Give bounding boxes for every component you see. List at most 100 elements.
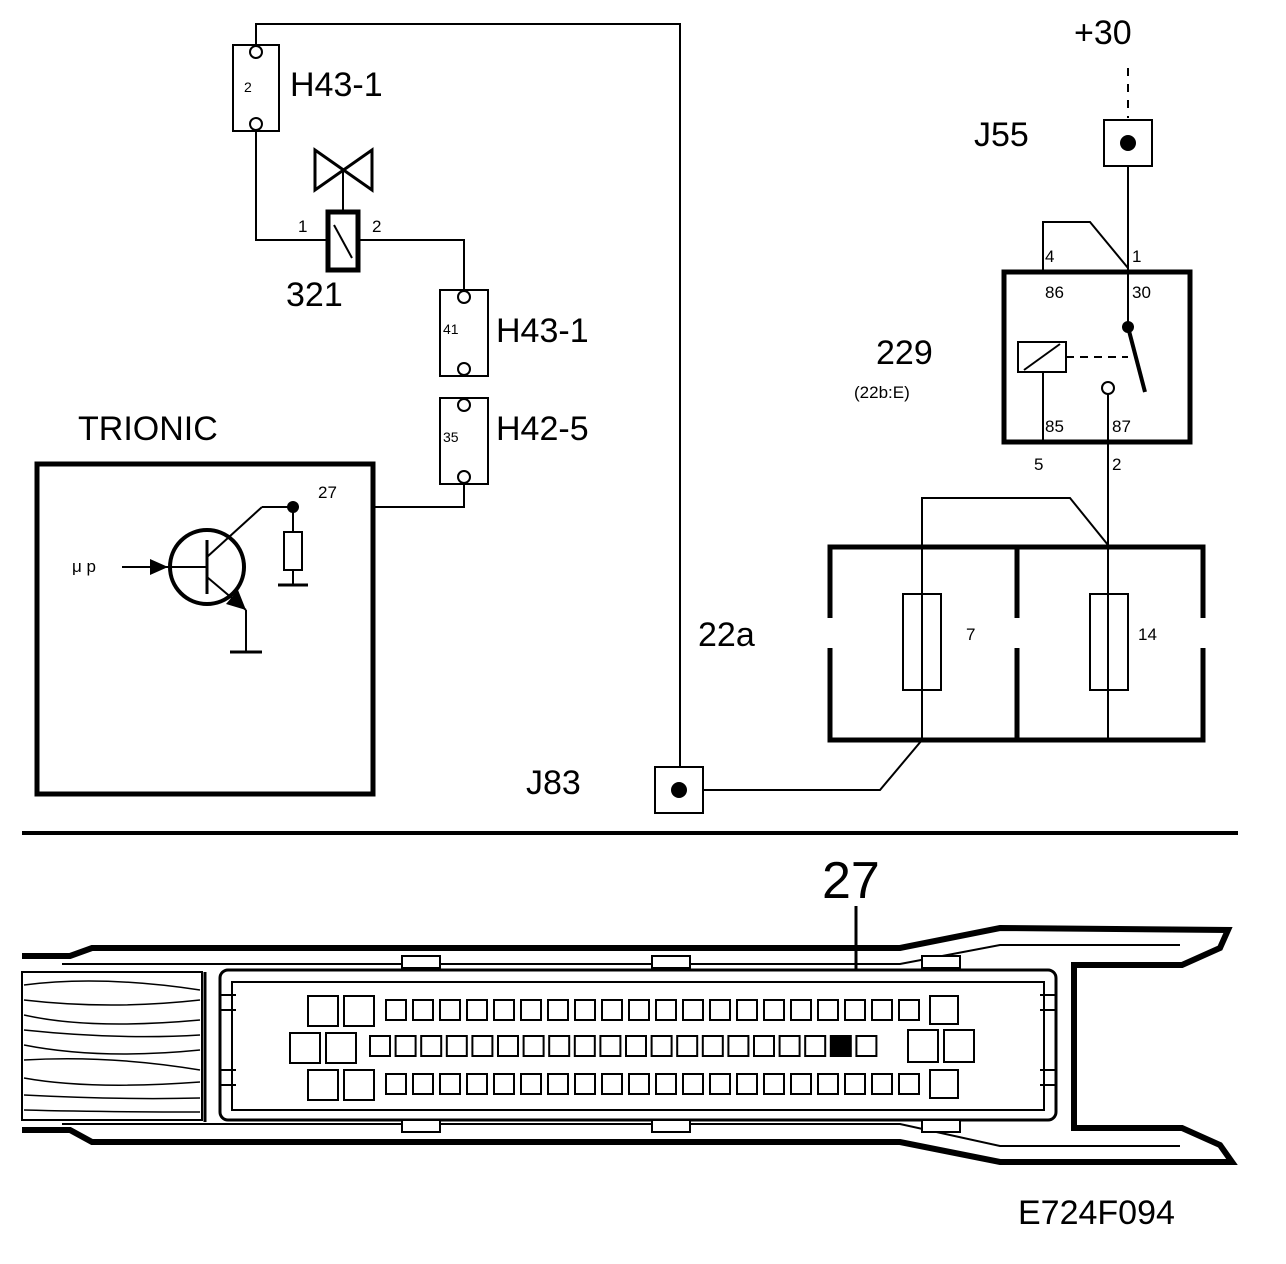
pin-cavity — [778, 1035, 801, 1057]
pin-cavity — [573, 1035, 596, 1057]
trionic-label: TRIONIC — [78, 410, 218, 448]
relay-85-label: 85 — [1045, 417, 1064, 436]
pin-cavity — [466, 1073, 488, 1095]
pin-cavity — [625, 1035, 647, 1057]
pin-cavity — [898, 1073, 920, 1095]
pin-cavity — [547, 1073, 569, 1095]
pin-cavity — [601, 999, 623, 1021]
pin-cavity — [369, 1035, 391, 1057]
pin-cavity — [466, 999, 488, 1021]
h43-mid-label: H43-1 — [496, 312, 589, 350]
pin-27-cavity — [829, 1035, 852, 1057]
pin-cavity — [763, 999, 785, 1021]
j55-label: J55 — [974, 116, 1029, 154]
relay-86-label: 86 — [1045, 283, 1064, 302]
pin-cavity — [445, 1035, 468, 1057]
h43-top-label: H43-1 — [290, 66, 383, 104]
pin-cavity — [790, 1073, 812, 1095]
pin-cavity-grid — [289, 995, 975, 1101]
h42-pin-label: 35 — [443, 429, 459, 445]
pin-cavity — [929, 995, 959, 1025]
pin-cavity — [727, 1035, 750, 1057]
pin-cavity — [439, 1073, 461, 1095]
pin-cavity — [871, 1073, 893, 1095]
relay-30-label: 30 — [1132, 283, 1151, 302]
pin-cavity — [709, 999, 731, 1021]
connector-h43-1-top: 2 — [232, 44, 280, 132]
pin-cavity — [844, 1073, 866, 1095]
h43-top-pin-label: 2 — [244, 79, 252, 95]
relay-pin2-label: 2 — [1112, 455, 1121, 474]
pin-cavity — [817, 1073, 839, 1095]
pin-cavity — [650, 1035, 673, 1057]
pin-cavity — [547, 999, 569, 1021]
pin-cavity — [385, 1073, 407, 1095]
pin-cavity — [420, 1035, 443, 1057]
pin-cavity — [412, 999, 434, 1021]
pin-cavity — [844, 999, 866, 1021]
pin-cavity — [497, 1035, 519, 1057]
pin-cavity — [574, 1073, 596, 1095]
relay-87-label: 87 — [1112, 417, 1131, 436]
splice-j83 — [654, 766, 704, 814]
pin-cavity — [574, 999, 596, 1021]
pin-cavity — [943, 1029, 975, 1063]
relay-pin4-label: 4 — [1045, 247, 1054, 266]
valve-321-label: 321 — [286, 276, 343, 314]
connector-h43-1-mid: 41 — [439, 289, 489, 377]
pin-cavity — [520, 1073, 542, 1095]
pin-cavity — [493, 1073, 515, 1095]
fusebox-22a-label: 22a — [698, 616, 755, 654]
h43-mid-pin-label: 41 — [443, 321, 459, 337]
fusebox-22a — [827, 544, 1206, 743]
pin-cavity — [412, 1073, 434, 1095]
trionic-ecu — [34, 461, 376, 797]
pin-cavity — [753, 1035, 775, 1057]
pin-cavity — [385, 999, 407, 1021]
pin-cavity — [763, 1073, 785, 1095]
pin-cavity — [701, 1035, 724, 1057]
pin-cavity — [548, 1035, 571, 1057]
pin-cavity — [628, 1073, 650, 1095]
pin-cavity — [736, 999, 758, 1021]
wire-valve-to-h43-mid — [358, 239, 465, 290]
relay-229 — [1001, 269, 1193, 445]
pin-cavity — [855, 1035, 878, 1057]
pin-cavity — [790, 999, 812, 1021]
mu-p-label: μ p — [72, 557, 96, 576]
pin-cavity — [289, 1032, 321, 1064]
pin-cavity — [522, 1035, 545, 1057]
wire-h43-to-valve — [255, 130, 330, 241]
pin-cavity — [898, 999, 920, 1021]
pin-cavity — [601, 1073, 623, 1095]
ecu-pin27-label: 27 — [318, 483, 337, 502]
h42-label: H42-5 — [496, 410, 589, 448]
pin27-callout-label: 27 — [822, 852, 880, 910]
pin-cavity — [439, 999, 461, 1021]
pin-cavity — [871, 999, 893, 1021]
pin-cavity — [709, 1073, 731, 1095]
pin-cavity — [817, 999, 839, 1021]
pin-cavity — [493, 999, 515, 1021]
pin-cavity — [929, 1069, 959, 1099]
connector-h42-5: 35 — [439, 397, 489, 485]
pin-cavity — [520, 999, 542, 1021]
pin-cavity — [307, 1069, 339, 1101]
pin-cavity — [655, 999, 677, 1021]
relay-pin1-label: 1 — [1132, 247, 1141, 266]
pin-cavity — [599, 1035, 622, 1057]
valve-pin2-label: 2 — [372, 217, 381, 236]
fuse14-label: 14 — [1138, 625, 1157, 644]
pin-cavity — [682, 999, 704, 1021]
pin-cavity — [655, 1073, 677, 1095]
solenoid-valve-321 — [313, 147, 374, 273]
ecu-connector-plug — [21, 924, 1238, 1165]
pin-cavity — [628, 999, 650, 1021]
pin-cavity — [343, 995, 375, 1027]
pin-cavity — [907, 1029, 939, 1063]
figure-code-label: E724F094 — [1018, 1194, 1175, 1232]
pin-cavity — [736, 1073, 758, 1095]
pin-cavity — [804, 1035, 827, 1057]
relay-ref-label: (22b:E) — [854, 383, 910, 402]
